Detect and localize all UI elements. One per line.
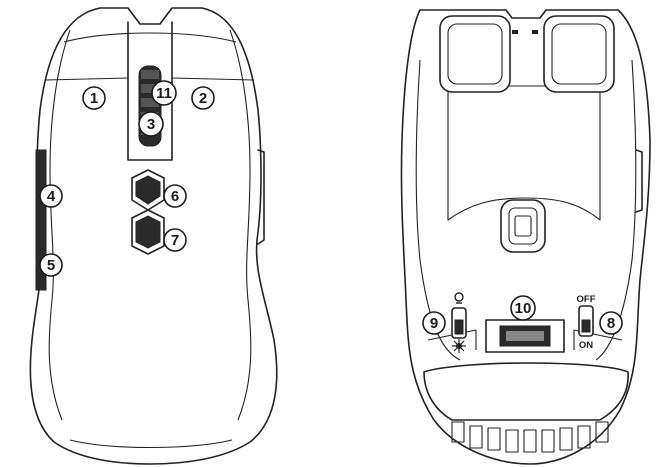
svg-text:6: 6 (171, 188, 179, 205)
svg-text:7: 7 (171, 232, 179, 249)
sun-icon (452, 339, 466, 353)
svg-text:9: 9 (430, 315, 438, 332)
callout-2: 2 (191, 86, 215, 110)
svg-text:5: 5 (47, 257, 55, 274)
svg-text:10: 10 (515, 300, 532, 317)
bulb-icon (454, 292, 464, 304)
power-switch[interactable]: OFF ON (577, 294, 596, 351)
callout-1: 1 (82, 86, 106, 110)
light-switch[interactable] (451, 292, 467, 353)
svg-text:4: 4 (47, 188, 56, 205)
power-off-label: OFF (577, 294, 596, 305)
callout-10: 10 (510, 295, 536, 321)
callout-7: 7 (163, 228, 187, 252)
callout-9: 9 (422, 311, 446, 335)
power-on-label: ON (579, 340, 593, 351)
callout-8: 8 (599, 311, 623, 335)
svg-text:1: 1 (90, 90, 98, 107)
callout-3: 3 (138, 111, 164, 137)
svg-text:2: 2 (199, 90, 207, 107)
callout-6: 6 (163, 184, 187, 208)
callout-4: 4 (39, 184, 63, 208)
svg-text:11: 11 (156, 85, 172, 102)
callout-11: 11 (151, 80, 177, 106)
button-10[interactable] (485, 319, 565, 353)
mouse-top-view (29, 7, 278, 465)
svg-text:8: 8 (607, 315, 615, 332)
mouse-bottom-view: OFF ON (400, 9, 651, 465)
callout-5: 5 (39, 253, 63, 277)
svg-text:3: 3 (147, 116, 155, 133)
